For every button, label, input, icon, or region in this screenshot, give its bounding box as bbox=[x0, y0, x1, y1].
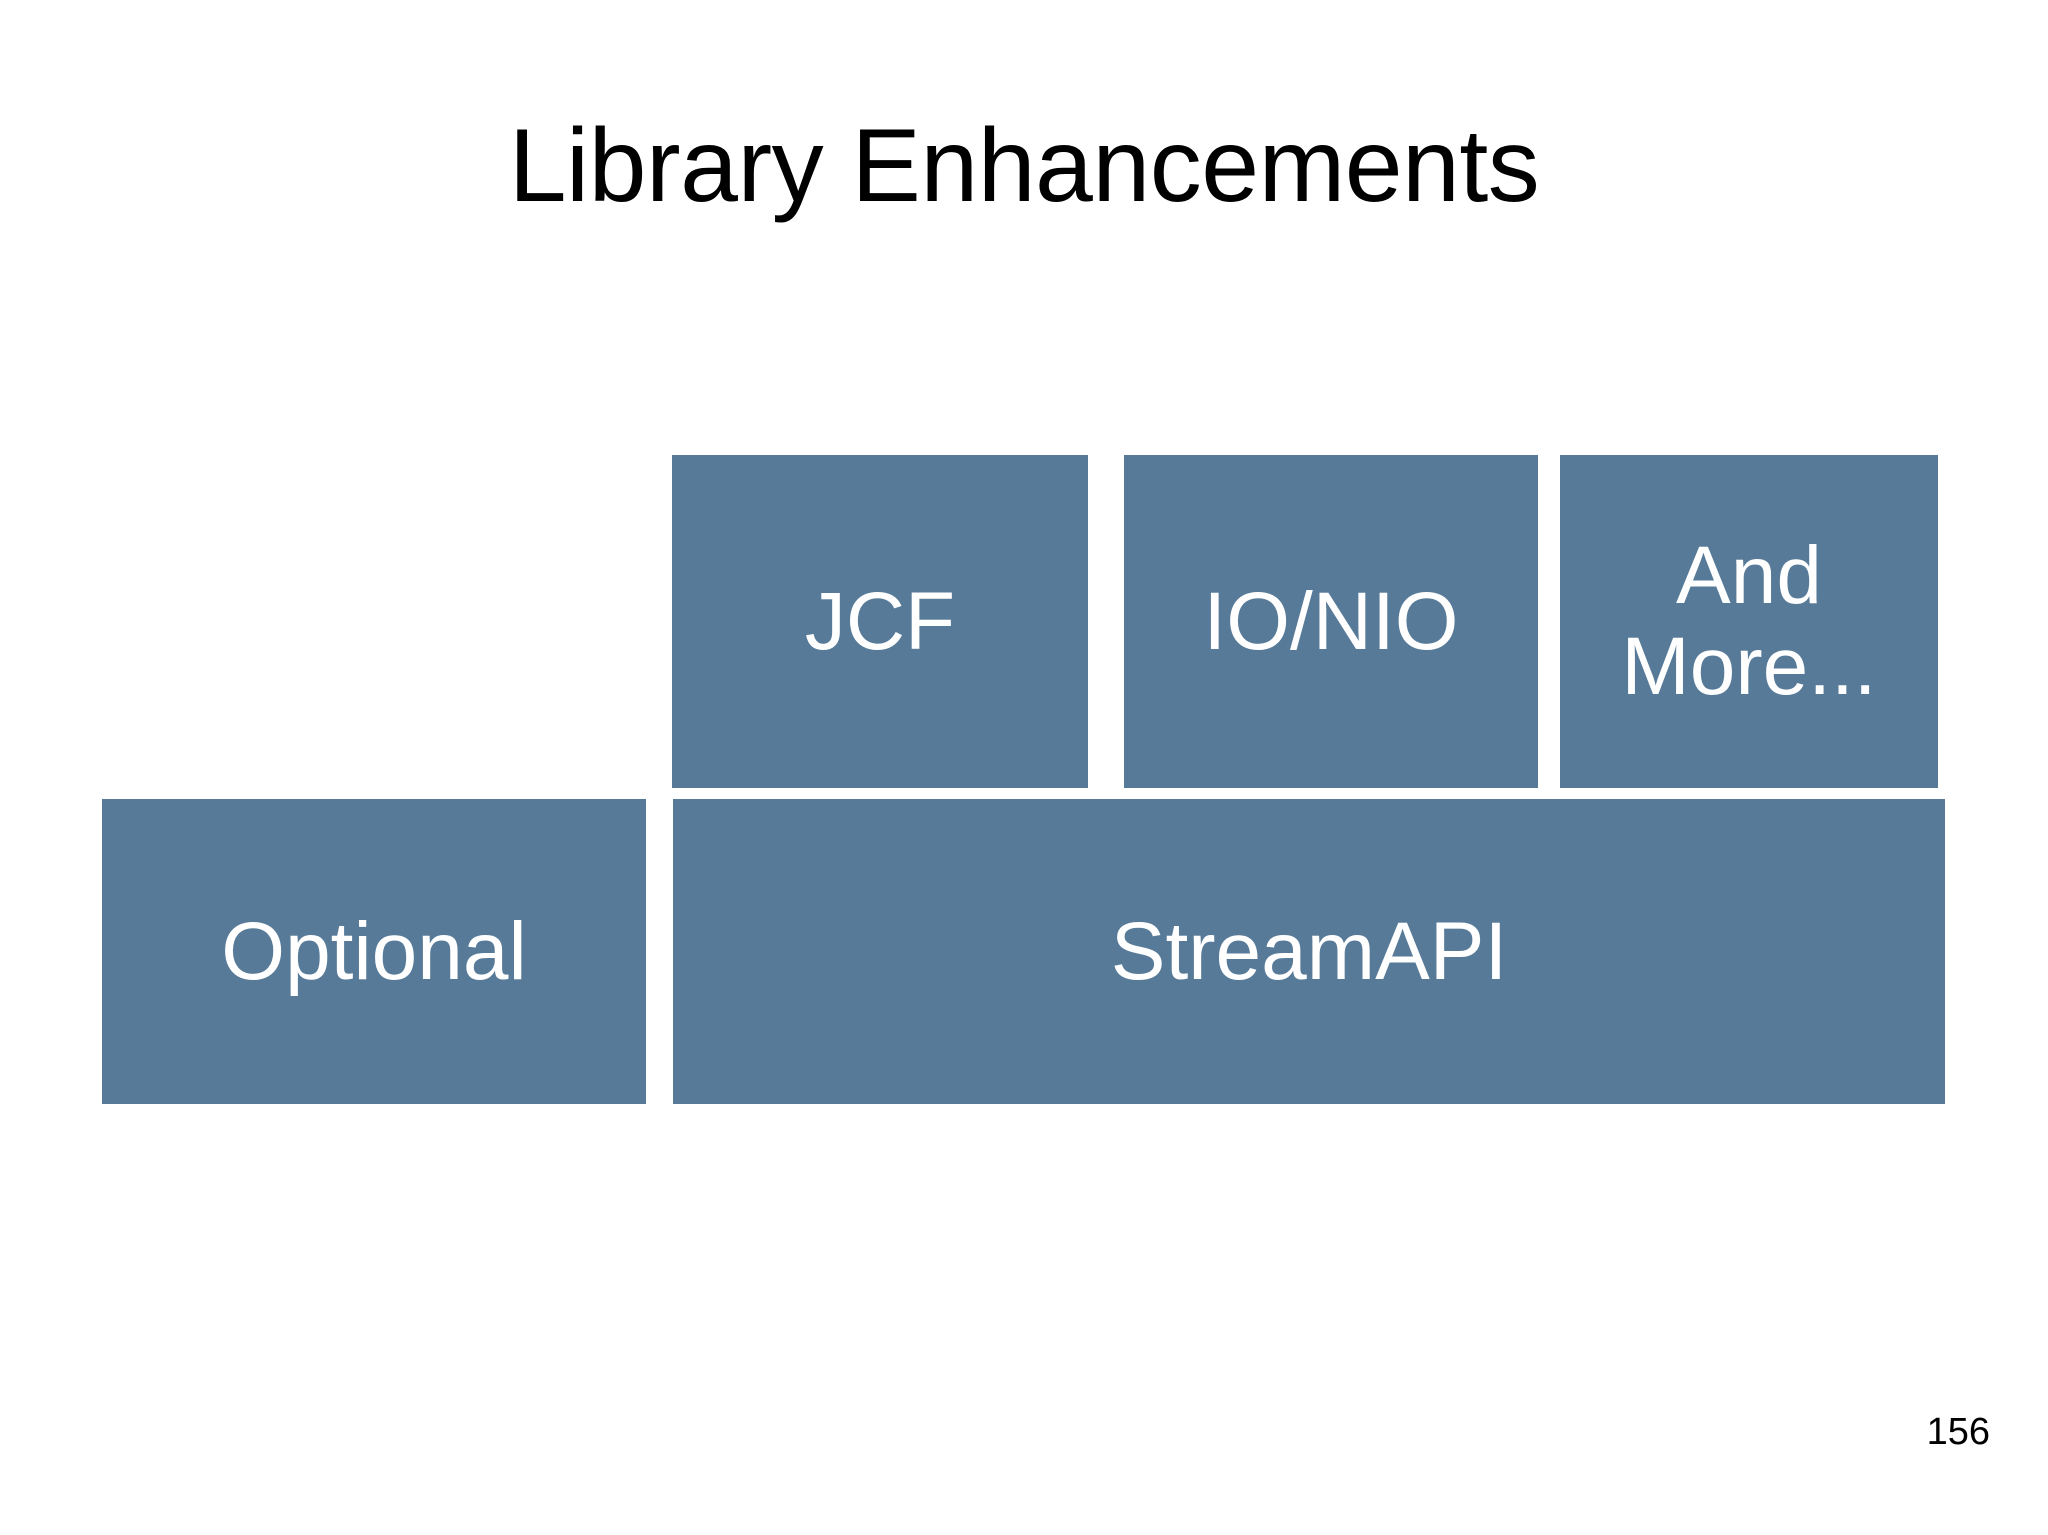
diagram-block-jcf[interactable]: JCF bbox=[672, 455, 1088, 788]
diagram-block-label: Optional bbox=[221, 905, 527, 997]
diagram-block-label: StreamAPI bbox=[1110, 905, 1508, 997]
diagram-block-label: IO/NIO bbox=[1203, 575, 1459, 667]
diagram-block-io-nio[interactable]: IO/NIO bbox=[1124, 455, 1538, 788]
diagram-block-label: JCF bbox=[804, 575, 956, 667]
page-number: 156 bbox=[1926, 1411, 1990, 1453]
diagram-block-optional[interactable]: Optional bbox=[102, 799, 646, 1104]
diagram-block-streamapi[interactable]: StreamAPI bbox=[673, 799, 1945, 1104]
diagram-block-label: And More... bbox=[1621, 530, 1877, 712]
page-title: Library Enhancements bbox=[508, 108, 1540, 224]
diagram-block-and-more[interactable]: And More... bbox=[1560, 455, 1938, 788]
